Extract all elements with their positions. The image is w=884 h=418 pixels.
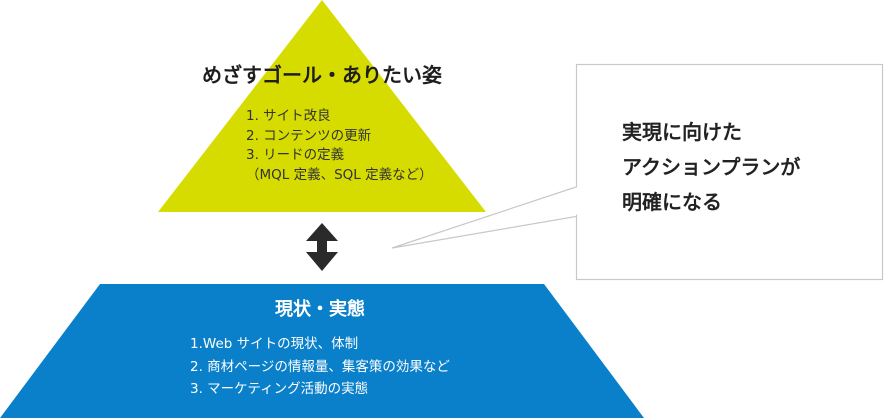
current-list: 1.Web サイトの現状、体制 2. 商材ページの情報量、集客策の効果など 3.… <box>190 333 450 401</box>
goal-title: めざすゴール・ありたい姿 <box>202 63 442 87</box>
callout-line: アクションプランが <box>622 155 801 179</box>
callout-box <box>575 63 884 281</box>
goal-list: 1. サイト改良 2. コンテンツの更新 3. リードの定義 （MQL 定義、S… <box>246 107 433 185</box>
goal-triangle <box>158 0 486 212</box>
current-item: 3. マーケティング活動の実態 <box>190 381 369 397</box>
current-title: 現状・実態 <box>275 299 365 320</box>
goal-item: 3. リードの定義 <box>246 147 345 163</box>
current-item: 1.Web サイトの現状、体制 <box>190 336 359 352</box>
current-item: 2. 商材ページの情報量、集客策の効果など <box>190 358 450 375</box>
current-trapezoid <box>0 284 644 418</box>
callout-line: 実現に向けた <box>622 120 742 144</box>
goal-item: 2. コンテンツの更新 <box>246 127 372 144</box>
goal-item-note: （MQL 定義、SQL 定義など） <box>246 166 433 183</box>
callout-text: 実現に向けた アクションプランが 明確になる <box>622 115 800 220</box>
goal-item: 1. サイト改良 <box>246 108 331 124</box>
double-headed-vertical-arrow-icon <box>306 223 338 271</box>
callout-line: 明確になる <box>622 190 722 214</box>
